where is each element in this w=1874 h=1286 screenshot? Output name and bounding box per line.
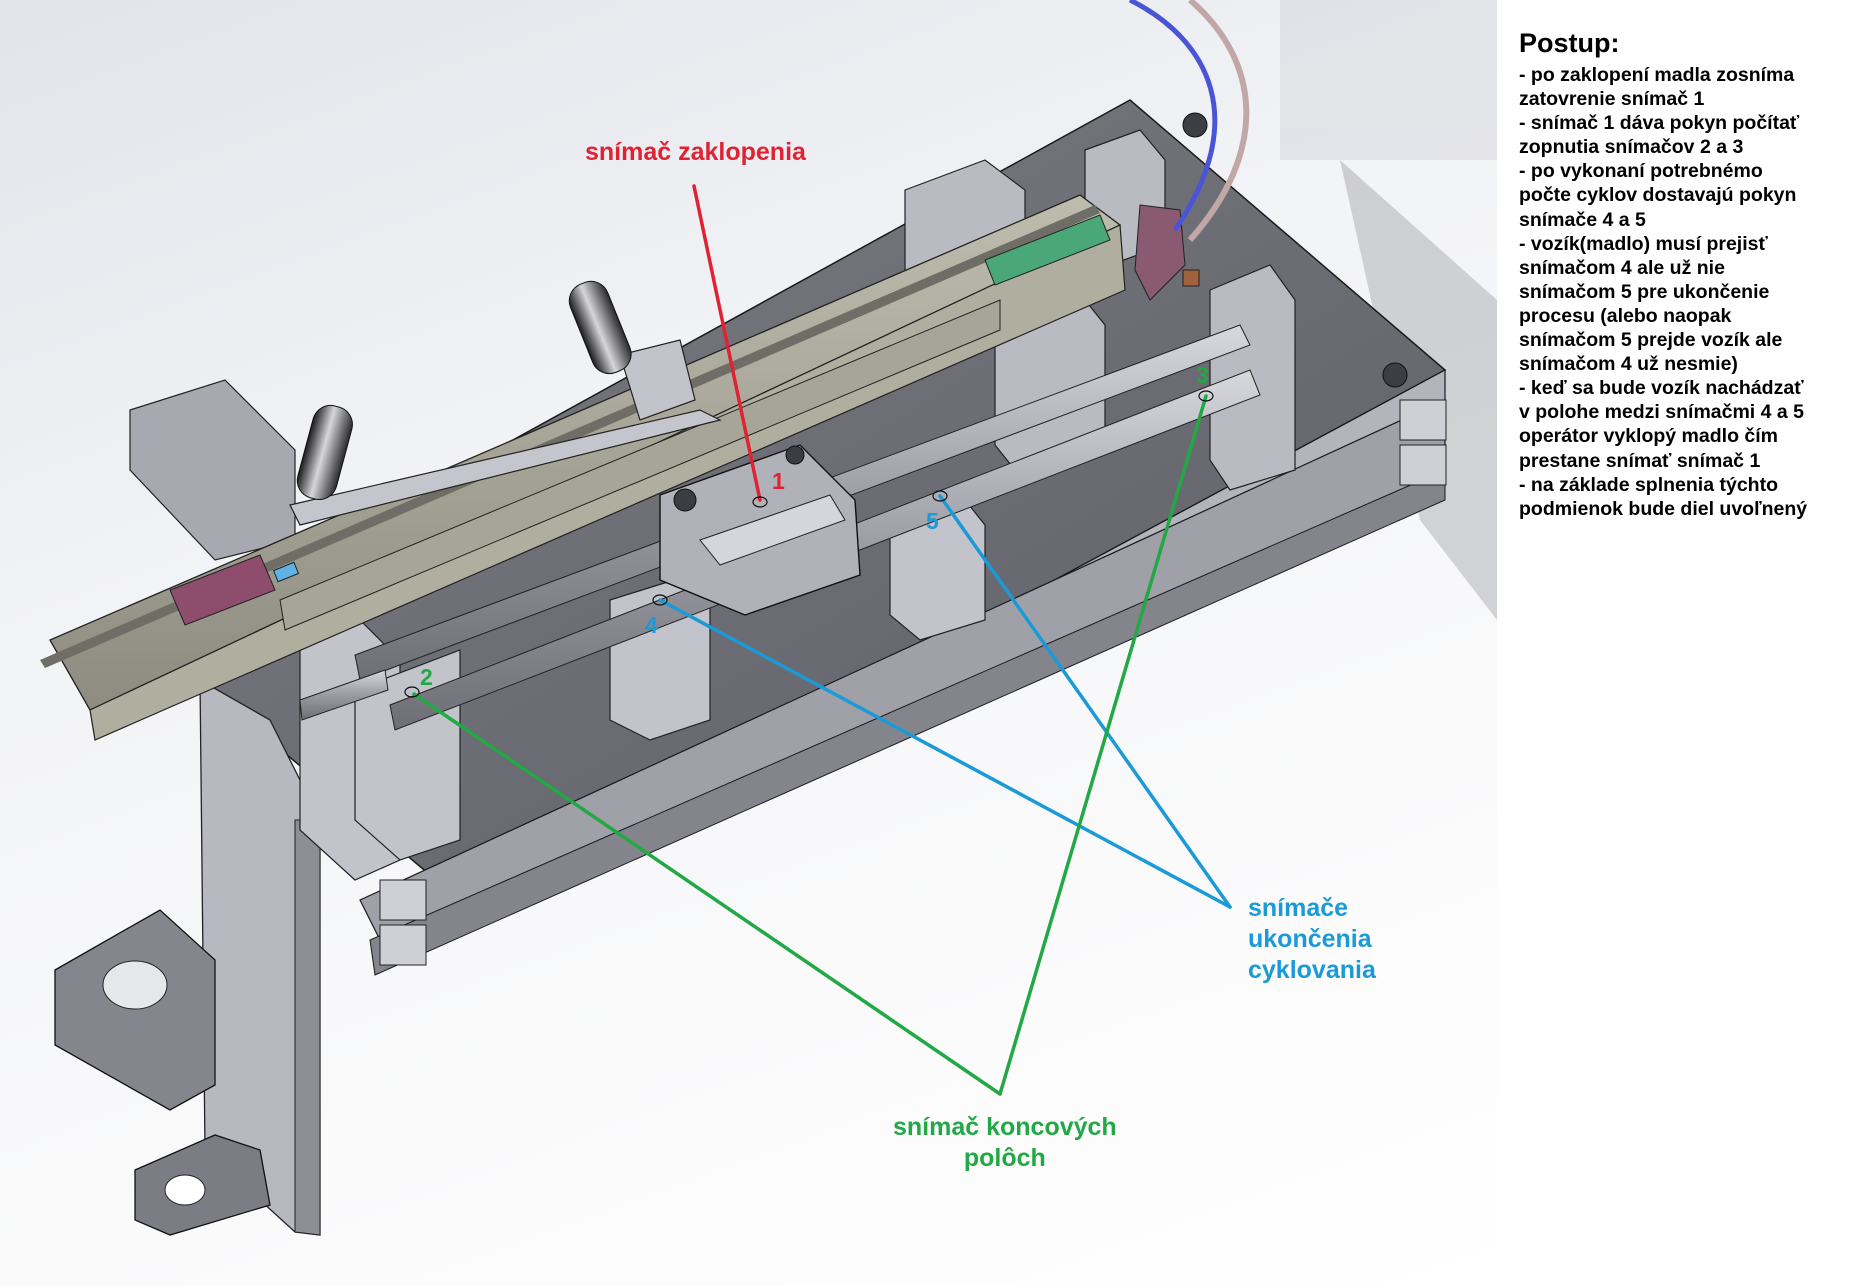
- procedure-panel: Postup: - po zaklopení madla zosníma zat…: [1497, 0, 1874, 1286]
- procedure-line: zopnutia snímačov 2 a 3: [1519, 136, 1744, 159]
- tilt-sensor-label: snímač zaklopenia: [585, 138, 806, 166]
- procedure-line: zatovrenie snímač 1: [1519, 88, 1705, 111]
- procedure-line: prestane snímať snímač 1: [1519, 449, 1761, 472]
- procedure-steps: - po zaklopení madla zosníma zatovrenie …: [1519, 63, 1869, 521]
- procedure-title: Postup:: [1519, 28, 1620, 58]
- cycle-end-sensors-label: snímače ukončenia cyklovania: [1248, 893, 1376, 986]
- procedure-line: procesu (alebo naopak: [1519, 304, 1732, 327]
- sensor-number-3: 3: [1196, 362, 1209, 388]
- cycle-end-leader-4: [658, 598, 1232, 909]
- handle-knob-right: [568, 280, 632, 375]
- back-left-block: [129, 379, 296, 561]
- cad-model-view: 1 2 3 4 5 snímač zaklopenia snímače ukon…: [0, 0, 1497, 1286]
- handle-knob-left: [296, 404, 353, 500]
- sensor-4-mark: [652, 594, 668, 606]
- cycle-end-label-line: cyklovania: [1248, 956, 1376, 984]
- procedure-line: počte cyklov dostavajú pokyn: [1519, 184, 1797, 207]
- procedure-line: - po vykonaní potrebnémo: [1519, 160, 1763, 183]
- cycle-end-label-line: snímače: [1248, 894, 1349, 922]
- sensor-marks: [404, 390, 1214, 698]
- procedure-line: - snímač 1 dáva pokyn počítať: [1519, 112, 1800, 135]
- procedure-line: v polohe medzi snímačmi 4 a 5: [1519, 401, 1805, 424]
- sensor-2-mark: [404, 686, 420, 698]
- sensor-1-mark: [752, 496, 768, 508]
- sensor-number-2: 2: [420, 664, 433, 690]
- procedure-line: - keď sa bude vozík nachádzať: [1519, 377, 1804, 400]
- end-position-sensor-label: snímač koncových polôch: [893, 1112, 1117, 1174]
- clamp-bracket: [54, 909, 216, 1111]
- tilt-handle-lever: [289, 280, 722, 526]
- sensor-number-4: 4: [645, 612, 658, 638]
- aluminium-profile-ends: [379, 399, 1447, 966]
- vertical-mount-plate: [199, 678, 321, 1236]
- procedure-line: snímačom 5 prejde vozík ale: [1519, 329, 1783, 352]
- cycle-end-label-line: ukončenia: [1248, 925, 1372, 953]
- procedure-line: snímačom 4 už nesmie): [1519, 353, 1738, 376]
- procedure-line: snímače 4 a 5: [1519, 208, 1646, 231]
- sensor-3-mark: [1198, 390, 1214, 402]
- end-position-label-line: snímač koncových: [893, 1113, 1117, 1141]
- sensor-5-mark: [932, 490, 948, 502]
- sensor-number-5: 5: [926, 508, 939, 534]
- annotation-lines: [412, 184, 1232, 1096]
- connector-parts: [169, 204, 1200, 626]
- carriage: [659, 444, 861, 616]
- procedure-line: - vozík(madlo) musí prejisť: [1519, 232, 1768, 255]
- procedure-line: - na základe splnenia týchto: [1519, 473, 1778, 496]
- cycle-end-leader-5: [938, 494, 1232, 909]
- procedure-line: snímačom 5 pre ukončenie: [1519, 280, 1770, 303]
- foot-bracket: [134, 1134, 271, 1236]
- cad-assembly-drawing: [40, 0, 1497, 1236]
- tilt-sensor-leader: [692, 184, 762, 502]
- end-position-label-line: polôch: [963, 1144, 1046, 1172]
- procedure-line: operátor vyklopý madlo čím: [1519, 425, 1778, 448]
- procedure-line: - po zaklopení madla zosníma: [1519, 64, 1795, 86]
- end-position-leader-3: [998, 394, 1208, 1096]
- sensor-number-1: 1: [772, 468, 785, 494]
- procedure-line: podmienok bude diel uvoľnený: [1519, 497, 1808, 520]
- procedure-line: snímačom 4 ale už nie: [1519, 256, 1725, 279]
- cables: [1128, 0, 1250, 242]
- end-position-leader-2: [412, 692, 1002, 1096]
